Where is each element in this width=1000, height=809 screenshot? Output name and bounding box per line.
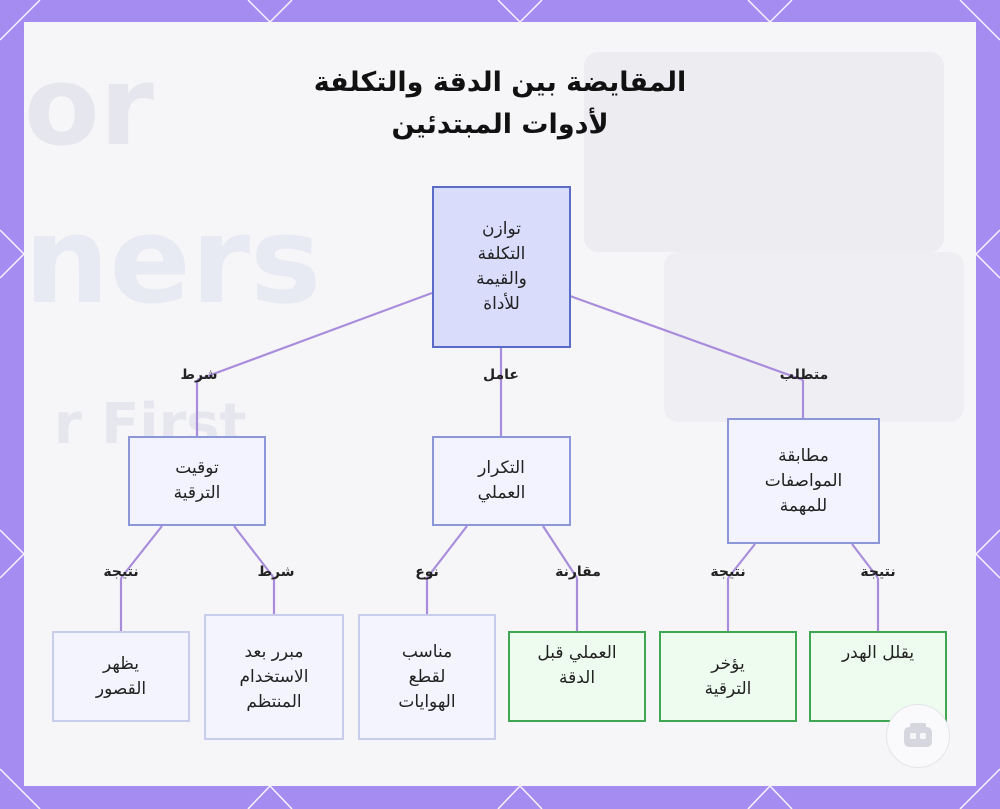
diagram-title: المقايضة بين الدقة والتكلفة لأدوات المبت… [0,62,1000,146]
brand-logo-icon [886,704,950,768]
edge-label-result: نتيجة [103,564,138,580]
edge-label-comparison: مقارنة [555,564,601,580]
node-root-balance: توازن التكلفة والقيمة للأداة [432,186,571,348]
edge-label-condition: شرط [257,564,294,580]
edge-root-timing [197,293,432,380]
edge-label-result: نتيجة [710,564,745,580]
title-line-1: المقايضة بين الدقة والتكلفة [0,62,1000,104]
node-shows-limitations: يظهر القصور [52,631,190,722]
edge-label-type: نوع [415,564,439,580]
node-justified-after-regular-use: مبرر بعد الاستخدام المنتظم [204,614,344,740]
edge-label-result: نتيجة [860,564,895,580]
node-upgrade-timing: توقيت الترقية [128,436,266,526]
node-practical-repetition: التكرار العملي [432,436,571,526]
edge-label-factor: عامل [483,367,519,383]
node-delays-upgrade: يؤخر الترقية [659,631,797,722]
edge-root-spec [570,296,803,380]
edge-label-requirement: متطلب [780,367,829,383]
title-line-2: لأدوات المبتدئين [0,104,1000,146]
node-hobby-cuts: مناسب لقطع الهوايات [358,614,496,740]
node-practical-before-accuracy: العملي قبل الدقة [508,631,646,722]
edge-label-condition: شرط [180,367,217,383]
node-spec-match: مطابقة المواصفات للمهمة [727,418,880,544]
